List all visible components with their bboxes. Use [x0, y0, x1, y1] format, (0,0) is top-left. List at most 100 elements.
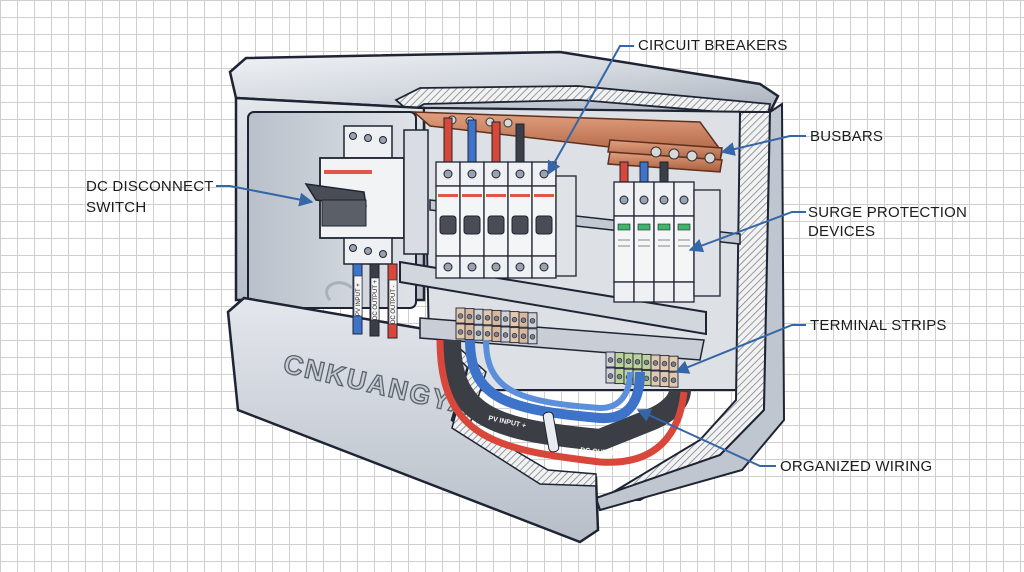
terminal-screw [652, 376, 659, 382]
wire-tag-pv-input [353, 275, 363, 317]
terminal-screw [652, 360, 659, 366]
busbar-bolt [686, 150, 698, 162]
callout-surge-protection-line2: DEVICES [808, 223, 876, 240]
spd-status-window [637, 223, 651, 231]
callout-terminal-strips: TERMINAL STRIPS [810, 317, 947, 334]
terminal-screw [475, 330, 482, 336]
terminal-screw [529, 334, 536, 340]
spd-status-window [657, 223, 671, 231]
callout-lines [216, 45, 806, 467]
terminal-screw [616, 357, 623, 364]
terminal-screw [670, 377, 677, 383]
cable-duct [399, 260, 707, 336]
breaker-screw [467, 262, 477, 272]
busbar-bolt [704, 152, 716, 164]
switch-screw [349, 244, 357, 252]
circuit-breakers [435, 117, 577, 279]
terminal-screw [661, 376, 668, 383]
disconnect-wires: PV INPUT + DC OUTPUT + DC OUTPUT - [325, 263, 398, 339]
terminal-screw [466, 313, 473, 320]
wire-tag-pv-input-text: PV INPUT + [356, 283, 362, 316]
busbar-bolt [503, 118, 513, 128]
terminal-screw [457, 313, 464, 319]
terminal-screw [502, 316, 509, 322]
terminal-screw [529, 318, 536, 324]
wire-tag-dc-output-minus-text: DC OUTPUT - [391, 285, 397, 324]
callout-surge-protection-line1: SURGE PROTECTION [808, 204, 968, 221]
dc-disconnect-switch [304, 125, 429, 265]
surge-protection-devices [613, 161, 721, 303]
spd-status-window [677, 223, 691, 231]
switch-screw [364, 134, 372, 142]
callout-line-dc-disconnect [216, 185, 314, 207]
breaker-screw [491, 262, 501, 272]
terminal-screw [607, 373, 614, 379]
terminal-screw [520, 333, 527, 339]
spd-screw [679, 195, 689, 205]
breaker-screw [491, 169, 501, 179]
terminal-screw [484, 331, 491, 337]
switch-screw [379, 136, 387, 144]
breaker-stripe [486, 194, 506, 197]
wire-tag-dc-output-plus-text: DC OUTPUT + [373, 279, 379, 320]
spd-screw [639, 195, 649, 205]
spd-bottom [613, 281, 635, 303]
breaker-top-terminal [435, 161, 461, 187]
breaker-screw [467, 169, 477, 179]
callout-line-terminal-strips [674, 324, 806, 374]
terminal-screw [493, 315, 500, 322]
breaker-stripe [462, 194, 482, 197]
breaker-toggle [463, 215, 481, 235]
spd-wire [639, 161, 649, 185]
terminal-screw [457, 329, 464, 335]
spd-bottom [653, 281, 675, 303]
terminal-screw [634, 359, 641, 365]
spd-wire [619, 161, 629, 185]
terminal-screw [520, 317, 527, 323]
callout-organized-wiring: ORGANIZED WIRING [780, 458, 933, 475]
terminal-screw [607, 357, 614, 363]
terminal-screw [670, 361, 677, 367]
terminal-screw [493, 331, 500, 338]
terminal-screw [616, 373, 623, 380]
terminal-screw [502, 332, 509, 338]
cable-tie [542, 411, 560, 453]
wire-bundle-blue-2 [483, 339, 633, 412]
cable-tag-dc-output: DC OUTPUT - [580, 447, 626, 459]
switch-side [403, 129, 429, 255]
wire-bundle-blue [465, 339, 645, 424]
spd-bottom [633, 281, 655, 303]
switch-handle-body [321, 199, 367, 227]
callout-line-organized-wiring [636, 408, 776, 467]
organized-wiring: PV INPUT + DC OUTPUT - [436, 339, 691, 466]
terminal-screw [466, 329, 473, 336]
switch-screw [379, 250, 387, 258]
callout-busbars: BUSBARS [810, 128, 884, 145]
spd-wire [659, 161, 669, 185]
switch-screw [364, 247, 372, 255]
breaker-screw [539, 169, 549, 179]
callout-line-surge-protection [688, 211, 806, 253]
breaker-toggle [487, 215, 505, 235]
spd-screw [619, 195, 629, 205]
breaker-screw [515, 169, 525, 179]
breaker-screw [515, 262, 525, 272]
breaker-toggle [511, 215, 529, 235]
spd-status-window [617, 223, 631, 231]
breaker-stripe [510, 194, 530, 197]
terminal-screw [625, 358, 632, 364]
busbar-bolt [650, 146, 662, 158]
terminal-screw [475, 314, 482, 320]
breaker-toggle [535, 215, 553, 235]
switch-red-stripe [324, 170, 372, 174]
wire-coil [325, 281, 354, 301]
breaker-screw [443, 169, 453, 179]
breaker-side [555, 175, 577, 277]
busbar-bolt [668, 148, 680, 160]
busbars [411, 111, 723, 173]
enclosure-right-wall [594, 102, 786, 512]
callout-circuit-breakers: CIRCUIT BREAKERS [638, 37, 788, 54]
terminal-screw [661, 360, 668, 367]
callout-dc-disconnect-line1: DC DISCONNECT [86, 178, 214, 195]
